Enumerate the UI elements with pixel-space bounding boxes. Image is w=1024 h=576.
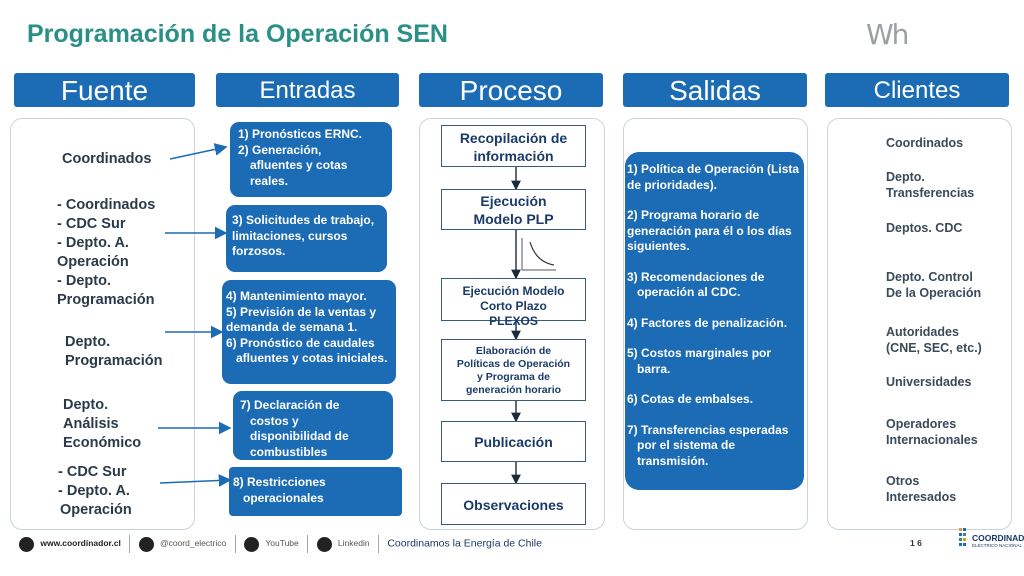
slogan: Coordinamos la Energía de Chile: [387, 537, 542, 550]
arrow-source-1: [169, 143, 228, 160]
twitter-link[interactable]: @coord_electrico: [159, 538, 227, 549]
client-5: Autoridades(CNE, SEC, etc.): [886, 325, 982, 355]
youtube-icon: [243, 536, 259, 552]
website-link[interactable]: www.coordinador.cl: [40, 538, 121, 549]
brand-name: COORDINADOR: [972, 533, 1024, 543]
coordinador-logo: [957, 526, 971, 556]
page-number: 1 6: [910, 538, 922, 548]
footer: www.coordinador.cl @coord_electrico YouT…: [15, 528, 1024, 557]
linkedin-icon: [316, 536, 332, 552]
brand-mark-icon: [959, 528, 966, 546]
header-entradas: Entradas: [216, 73, 399, 107]
arrow-source-5: [159, 474, 232, 487]
header-salidas: Salidas: [623, 73, 807, 107]
input-box-3: 4) Mantenimiento mayor.5) Previsión de l…: [222, 280, 396, 384]
fuente-panel: [10, 118, 195, 530]
source-1: Coordinados: [62, 151, 152, 167]
client-6: Universidades: [886, 375, 972, 389]
linkedin-link[interactable]: Linkedin: [337, 538, 370, 549]
header-fuente: Fuente: [14, 73, 195, 107]
client-2: Depto.Transferencias: [886, 170, 975, 200]
client-3: Deptos. CDC: [886, 221, 963, 235]
client-1: Coordinados: [886, 136, 964, 150]
clientes-panel: [827, 118, 1012, 530]
decay-curve-icon: [521, 238, 556, 271]
brand-logo: Wh: [866, 18, 909, 51]
twitter-icon: [138, 536, 154, 552]
header-clientes: Clientes: [825, 73, 1009, 107]
input-box-2: 3) Solicitudes de trabajo,limitaciones, …: [226, 205, 387, 272]
source-5: - CDC Sur- Depto. A.Operación: [58, 464, 132, 518]
source-3: Depto.Programación: [65, 334, 163, 369]
process-step-5: Publicación: [441, 421, 586, 462]
globe-icon: [19, 536, 34, 552]
page-title: Programación de la Operación SEN: [27, 20, 448, 48]
source-2: - Coordinados- CDC Sur- Depto. A. Operac…: [57, 197, 156, 308]
brand-subtitle: ELÉCTRICO NACIONAL: [972, 543, 1023, 548]
header-proceso: Proceso: [419, 73, 603, 107]
youtube-link[interactable]: YouTube: [265, 538, 299, 549]
process-step-6: Observaciones: [441, 483, 586, 525]
input-box-1: 1) Pronósticos ERNC.2) Generación, aflue…: [230, 122, 392, 197]
